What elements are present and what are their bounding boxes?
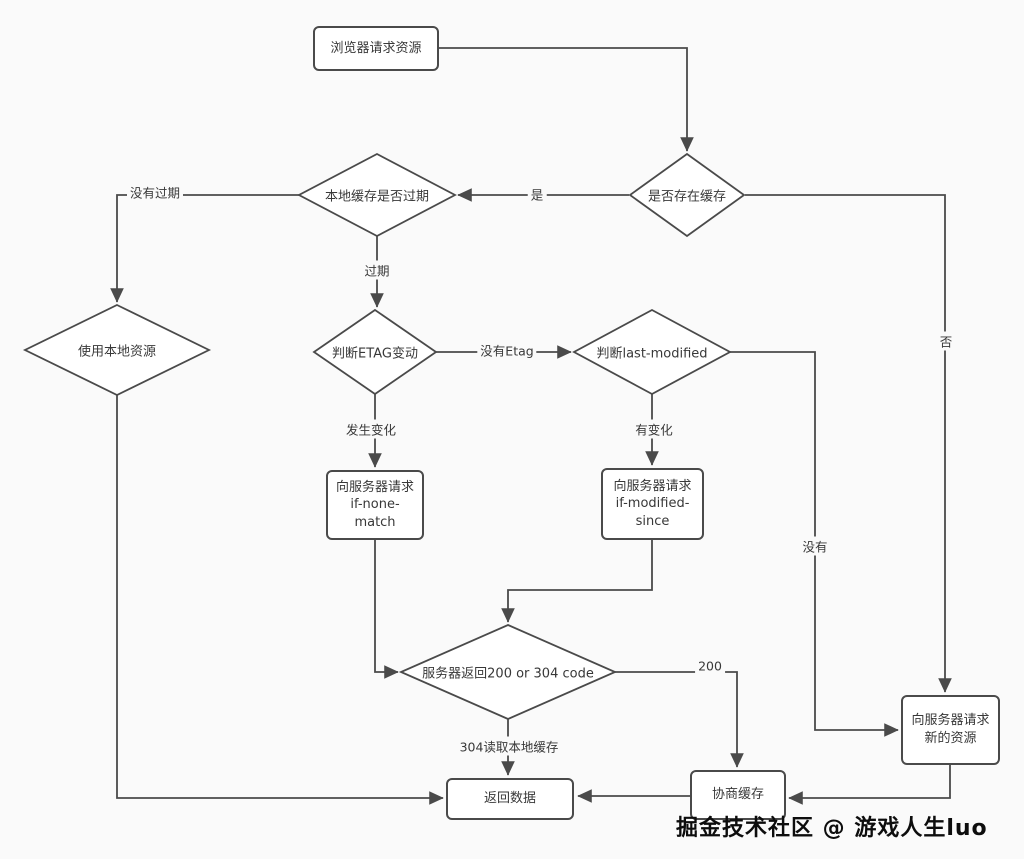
- edge-label-changed: 发生变化: [342, 419, 400, 439]
- request-if-none-match-line1: 向服务器请求: [335, 479, 414, 495]
- edge-label-200: 200: [695, 658, 725, 674]
- request-if-modified-since-line3: since: [635, 513, 670, 529]
- edge-label-expired: 过期: [361, 260, 393, 280]
- edge-label-has-change: 有变化: [632, 419, 676, 439]
- cache-exists-diamond: [628, 152, 746, 238]
- edge-server-return-to-negotiate-cache: [615, 671, 744, 768]
- edge-label-304-read-local-cache: 304读取本地缓存: [456, 736, 562, 756]
- use-local-diamond: [22, 303, 212, 397]
- edge-label-none: 没有: [799, 536, 831, 556]
- edge-if-modified-since-to-server-return: [501, 540, 653, 623]
- edge-request-new-to-negotiate-cache: [788, 765, 951, 805]
- request-if-modified-since-line1: 向服务器请求: [613, 478, 692, 494]
- request-new-resource-node: 向服务器请求 新的资源: [901, 695, 1000, 765]
- negotiate-cache-node: 协商缓存: [690, 770, 786, 820]
- edge-cache-exists-to-request-new: [745, 194, 952, 693]
- use-local-label: 使用本地资源: [77, 344, 157, 360]
- watermark: 掘金技术社区 @ 游戏人生luo: [676, 816, 988, 841]
- cache-exists-label: 是否存在缓存: [647, 189, 727, 205]
- server-return-diamond: [398, 624, 618, 720]
- local-expired-diamond: [297, 152, 457, 238]
- request-new-resource-line2: 新的资源: [924, 731, 977, 746]
- edge-label-not-expired: 没有过期: [126, 182, 184, 202]
- request-if-modified-since-line2: if-modified-: [615, 496, 690, 512]
- edge-label-yes: 是: [527, 184, 547, 204]
- last-modified-check-label: 判断last-modified: [596, 346, 708, 362]
- return-data-node: 返回数据: [446, 778, 574, 820]
- edge-start-to-cache-exists: [439, 47, 694, 152]
- request-if-none-match-node: 向服务器请求 if-none- match: [326, 470, 424, 540]
- request-if-none-match-line2: if-none-: [350, 497, 400, 513]
- edge-use-local-to-return-data: [116, 395, 444, 805]
- edge-local-expired-to-use-local: [110, 194, 299, 303]
- start-label: 浏览器请求资源: [330, 40, 422, 56]
- start-node: 浏览器请求资源: [313, 26, 439, 71]
- last-modified-check-diamond: [572, 308, 732, 396]
- etag-check-label: 判断ETAG变动: [332, 346, 418, 362]
- request-if-modified-since-node: 向服务器请求 if-modified- since: [601, 468, 704, 540]
- request-if-none-match-line3: match: [354, 514, 396, 530]
- edge-if-none-match-to-server-return: [374, 540, 399, 679]
- request-new-resource-line1: 向服务器请求: [911, 713, 990, 729]
- local-expired-label: 本地缓存是否过期: [324, 189, 430, 205]
- server-return-label: 服务器返回200 or 304 code: [422, 666, 594, 682]
- edge-label-no: 否: [936, 331, 956, 351]
- return-data-label: 返回数据: [483, 791, 536, 807]
- edge-label-no-etag: 没有Etag: [477, 340, 537, 360]
- negotiate-cache-label: 协商缓存: [711, 787, 764, 803]
- etag-check-diamond: [312, 308, 438, 396]
